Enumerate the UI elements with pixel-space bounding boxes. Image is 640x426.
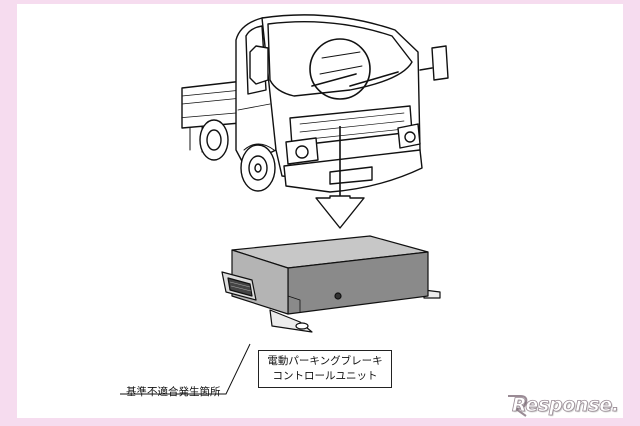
defect-location-caption: 基準不適合発生箇所: [126, 386, 221, 398]
down-arrow-icon: [315, 126, 365, 229]
truck-bumper: [283, 149, 423, 193]
magnifier-circle: [309, 38, 371, 100]
component-label-line2: コントロールユニット: [272, 370, 378, 382]
truck-right-headlight: [397, 123, 421, 149]
response-watermark: Response.: [512, 394, 620, 417]
truck-illustration: [181, 14, 449, 193]
component-label-box: 電動パーキングブレーキ コントロールユニット: [258, 350, 392, 388]
unit-screw: [334, 292, 342, 300]
defect-leader-line: [120, 343, 251, 395]
truck-front-wheel: [240, 144, 276, 192]
control-unit-illustration: [221, 235, 441, 333]
truck-windshield: [267, 21, 413, 97]
truck-rear-wheel: [199, 119, 229, 161]
response-logo-icon: [508, 395, 528, 417]
truck-side-mirror: [249, 45, 269, 85]
truck-right-mirror: [431, 45, 449, 81]
truck-left-headlight: [285, 137, 319, 165]
component-label-line1: 電動パーキングブレーキ: [267, 355, 383, 367]
